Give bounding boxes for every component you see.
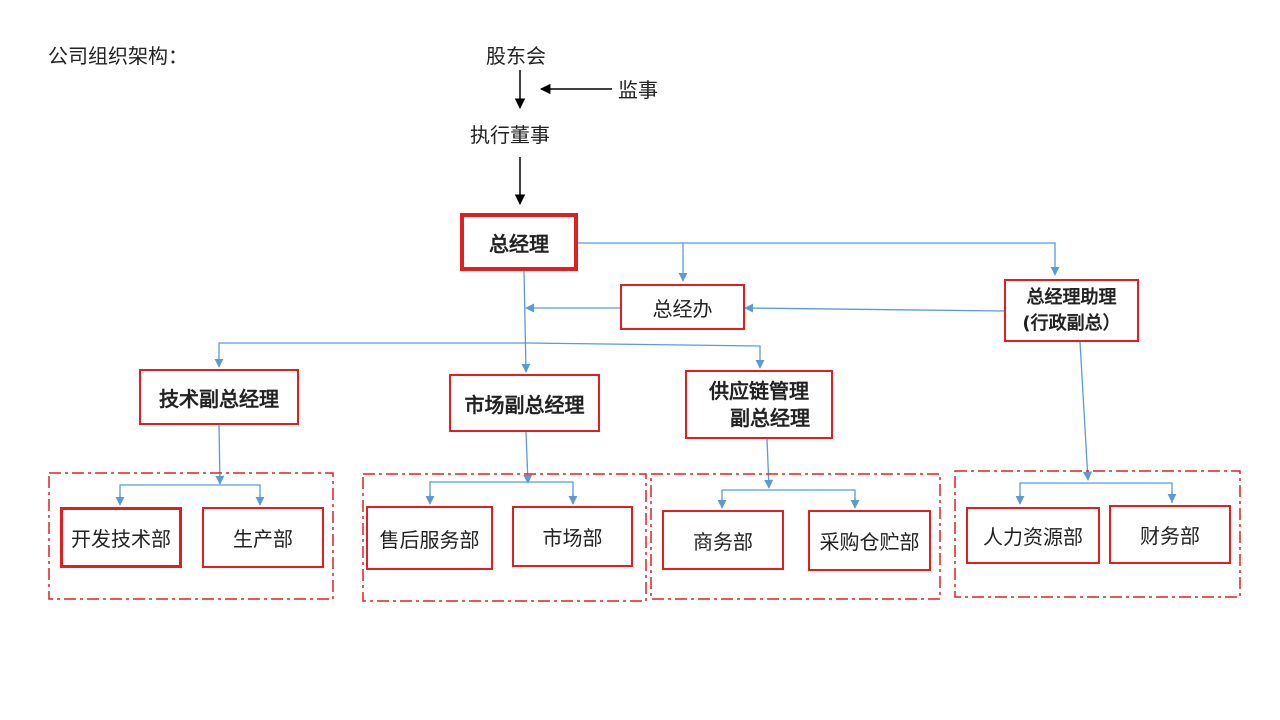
executive-director-label: 执行董事 bbox=[470, 123, 550, 147]
dept-finance[interactable]: 财务部 bbox=[1109, 505, 1231, 564]
gm-assistant-box[interactable]: 总经理助理 (行政副总） bbox=[1004, 279, 1139, 342]
group-frame-admin bbox=[954, 470, 1241, 598]
dept-dev-tech-label: 开发技术部 bbox=[71, 527, 171, 551]
supply-vp-line1: 供应链管理 bbox=[709, 378, 809, 403]
group-frame-supply bbox=[650, 473, 941, 600]
group-frame-tech bbox=[48, 472, 334, 600]
dept-dev-tech[interactable]: 开发技术部 bbox=[60, 507, 182, 568]
tech-vp-box[interactable]: 技术副总经理 bbox=[139, 369, 299, 425]
dept-market[interactable]: 市场部 bbox=[512, 506, 633, 567]
link-to-supply-vp bbox=[525, 342, 765, 369]
link-gm-to-market-vp bbox=[521, 270, 531, 373]
dept-market-label: 市场部 bbox=[542, 526, 603, 550]
dept-business-label: 商务部 bbox=[693, 529, 753, 554]
dept-purchasing-warehouse[interactable]: 采购仓贮部 bbox=[808, 510, 931, 571]
dept-purchasing-warehouse-label: 采购仓贮部 bbox=[819, 530, 920, 554]
tech-vp-label: 技术副总经理 bbox=[159, 386, 279, 411]
dept-hr-label: 人力资源部 bbox=[983, 525, 1083, 549]
gm-office-box[interactable]: 总经办 bbox=[620, 284, 745, 330]
market-vp-label: 市场副总经理 bbox=[464, 392, 585, 417]
page-title: 公司组织架构： bbox=[48, 44, 188, 68]
dept-business[interactable]: 商务部 bbox=[662, 510, 784, 570]
dept-production[interactable]: 生产部 bbox=[202, 507, 324, 568]
link-assistant-to-office bbox=[744, 303, 1005, 313]
shareholders-label: 股东会 bbox=[486, 44, 546, 68]
dept-after-sales-label: 售后服务部 bbox=[379, 527, 480, 552]
general-manager-label: 总经理 bbox=[489, 231, 549, 256]
market-vp-box[interactable]: 市场副总经理 bbox=[449, 374, 600, 432]
dept-production-label: 生产部 bbox=[233, 527, 293, 551]
group-frame-market bbox=[362, 473, 647, 602]
supervisor-label: 监事 bbox=[618, 78, 658, 102]
dept-finance-label: 财务部 bbox=[1140, 524, 1200, 548]
supply-vp-box[interactable]: 供应链管理 副总经理 bbox=[685, 370, 833, 439]
gm-office-label: 总经办 bbox=[652, 296, 713, 321]
supply-vp-line2: 副总经理 bbox=[730, 405, 810, 430]
general-manager-box[interactable]: 总经理 bbox=[460, 213, 578, 271]
link-to-tech-vp bbox=[214, 342, 526, 368]
dept-after-sales[interactable]: 售后服务部 bbox=[366, 506, 493, 570]
gm-assistant-line2: (行政副总） bbox=[1022, 312, 1121, 334]
link-gm-to-assistant bbox=[578, 242, 1060, 276]
gm-assistant-line1: 总经理助理 bbox=[1026, 286, 1117, 308]
dept-hr[interactable]: 人力资源部 bbox=[966, 507, 1100, 564]
